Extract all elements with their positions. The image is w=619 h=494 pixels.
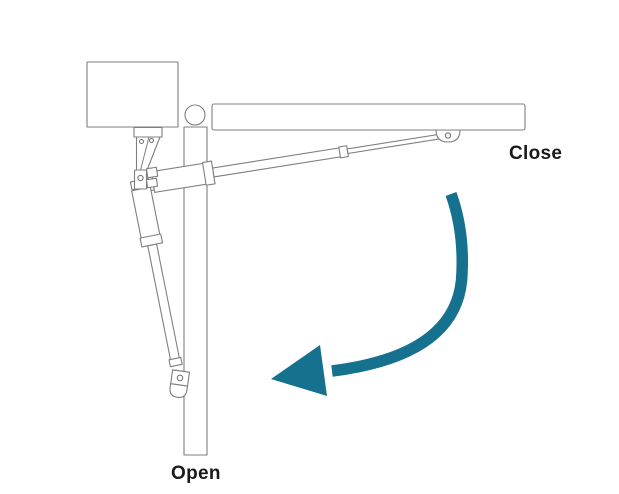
actuator-closed-tube: [211, 147, 343, 178]
label-open: Open: [171, 463, 221, 484]
operator-motor-box: [86, 61, 179, 128]
hinge-post-cap: [184, 104, 206, 126]
mount-bracket-fold-line: [139, 136, 150, 175]
swing-arrow-curve: [331, 192, 469, 377]
gate-bracket-close-hole: [444, 132, 452, 139]
gate-bracket-open-hole: [176, 374, 184, 382]
actuator-open-body: [131, 186, 161, 241]
pivot-clevis-upper: [145, 166, 159, 179]
actuator-open-tube: [147, 243, 181, 363]
mount-bolt-hole-right: [149, 138, 154, 143]
actuator-closed-band: [202, 160, 216, 186]
actuator-closed-coupler: [338, 145, 349, 159]
mount-bolt-hole-left: [139, 139, 144, 144]
pivot-plate-hole: [137, 174, 144, 182]
swing-arrow-head: [271, 345, 327, 396]
actuator-arm-closed-position: [144, 133, 444, 193]
actuator-open-end-cap: [168, 356, 183, 368]
actuator-arm-open-position: [129, 177, 183, 368]
motor-mount-plate: [133, 126, 163, 138]
gate-leaf-closed: [211, 103, 526, 131]
pivot-clevis-lower: [145, 177, 159, 189]
label-close: Close: [509, 143, 562, 164]
actuator-open-band: [139, 233, 164, 248]
actuator-closed-rod: [346, 133, 444, 155]
gate-bracket-open-round: [169, 383, 189, 398]
gate-bracket-open: [169, 369, 191, 398]
